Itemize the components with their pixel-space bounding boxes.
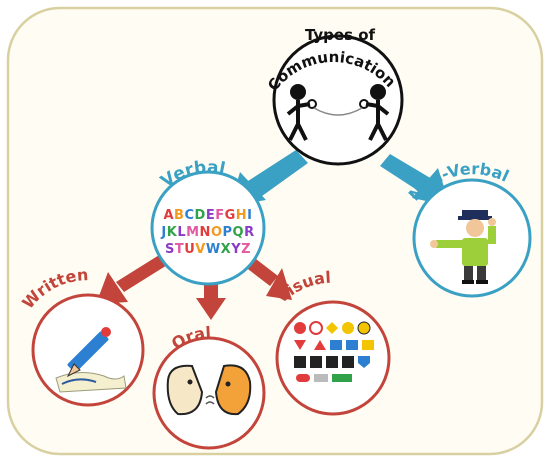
two-people-talking-icon: [286, 84, 390, 141]
verbal-node: Verbal ABCDEFGHI JKLMNOPQR STUVWXYZ: [150, 157, 266, 286]
sign-symbols-icon: [294, 321, 374, 382]
root-title-line1: Types of: [305, 26, 376, 44]
alphabet-row-3: STUVWXYZ: [165, 242, 251, 257]
two-faces-speaking-icon: [166, 364, 252, 416]
traffic-police-icon: [430, 210, 496, 284]
alphabet-row-1: ABCDEFGHI: [163, 208, 252, 223]
alphabet-row-2: JKLMNOPQR: [160, 225, 254, 240]
pen-writing-icon: [55, 327, 127, 393]
root-node: Types of Communication: [264, 26, 404, 166]
